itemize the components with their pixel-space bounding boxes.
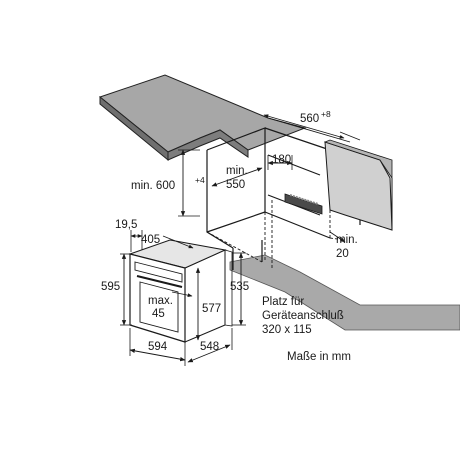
label-min-600-sup: +4 <box>195 175 205 185</box>
label-min-550-a: min. <box>226 165 248 177</box>
label-595: 595 <box>101 281 120 293</box>
label-19-5: 19,5 <box>115 219 137 231</box>
label-max-45-a: max. <box>148 295 173 307</box>
label-405: 405 <box>141 234 160 246</box>
countertop-slab <box>98 74 307 162</box>
note-connection-line-3: 320 x 115 <box>262 324 312 336</box>
dim-min-600: min. 600 +4 <box>131 149 205 217</box>
right-cabinet <box>323 139 393 231</box>
label-180: 180 <box>272 154 291 166</box>
dim-577: 577 <box>195 267 223 341</box>
dim-595: 595 <box>101 253 132 326</box>
dim-594: 594 <box>129 328 186 366</box>
dim-19-5: 19,5 <box>115 219 143 252</box>
dim-180: 180 <box>267 154 293 170</box>
dim-535: 535 <box>230 252 249 326</box>
label-594: 594 <box>148 341 168 353</box>
dim-min-550: min. 550 <box>211 165 263 191</box>
label-535: 535 <box>230 281 249 293</box>
base-slab <box>229 254 460 331</box>
note-connection-line-1: Platz für <box>262 296 304 308</box>
connection-note: Platz für Geräteanschluß 320 x 115 <box>262 296 344 336</box>
label-min-20-b: 20 <box>336 248 349 260</box>
dim-548: 548 <box>187 328 233 363</box>
connection-box <box>284 193 323 215</box>
units-note: Maße in mm <box>287 351 351 363</box>
dim-405: 405 <box>141 234 194 249</box>
label-577: 577 <box>202 303 221 315</box>
label-max-45-b: 45 <box>152 308 165 320</box>
label-548: 548 <box>200 341 219 353</box>
label-min-20-a: min. <box>336 234 358 246</box>
oven-appliance <box>128 239 233 343</box>
note-connection-line-2: Geräteanschluß <box>262 310 344 322</box>
label-min-550-b: 550 <box>226 179 245 191</box>
label-560: 560 <box>300 113 319 125</box>
cabinet-niche <box>206 127 361 270</box>
dim-min-20: min. 20 <box>329 231 358 260</box>
dim-560: 560 +8 <box>263 109 361 143</box>
label-min-600: min. 600 <box>131 180 175 192</box>
dim-max-45: max. 45 <box>145 291 193 320</box>
label-560-sup: +8 <box>321 109 331 119</box>
